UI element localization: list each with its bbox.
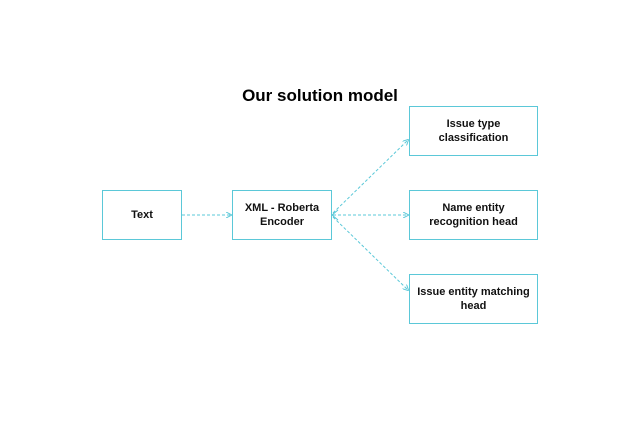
node-matching-label-line1: Issue entity matching: [417, 285, 530, 298]
node-issue-type-label-line1: Issue type: [446, 117, 501, 130]
node-issue-type-classification: Issue type classification: [409, 106, 538, 156]
node-text: Text: [102, 190, 182, 240]
edge-encoder-to-issue-type: [332, 140, 408, 214]
node-name-entity-recognition-head: Name entity recognition head: [409, 190, 538, 240]
node-ner-label-line1: Name entity: [442, 201, 505, 214]
encoder-junction-marker: [331, 209, 339, 221]
node-text-label: Text: [131, 208, 153, 221]
node-ner-label-line2: recognition head: [429, 216, 518, 228]
node-encoder-label-line1: XML - Roberta: [244, 201, 320, 214]
node-issue-type-label-line2: classification: [438, 132, 509, 144]
diagram-title-text: Our solution model: [242, 86, 398, 105]
diagram-title: Our solution model: [0, 86, 640, 106]
node-encoder-label-line2: Encoder: [259, 216, 304, 228]
node-matching-label-line2: head: [460, 300, 487, 312]
node-issue-entity-matching-head: Issue entity matching head: [409, 274, 538, 324]
edge-encoder-to-matching: [332, 216, 408, 290]
node-encoder: XML - Roberta Encoder: [232, 190, 332, 240]
